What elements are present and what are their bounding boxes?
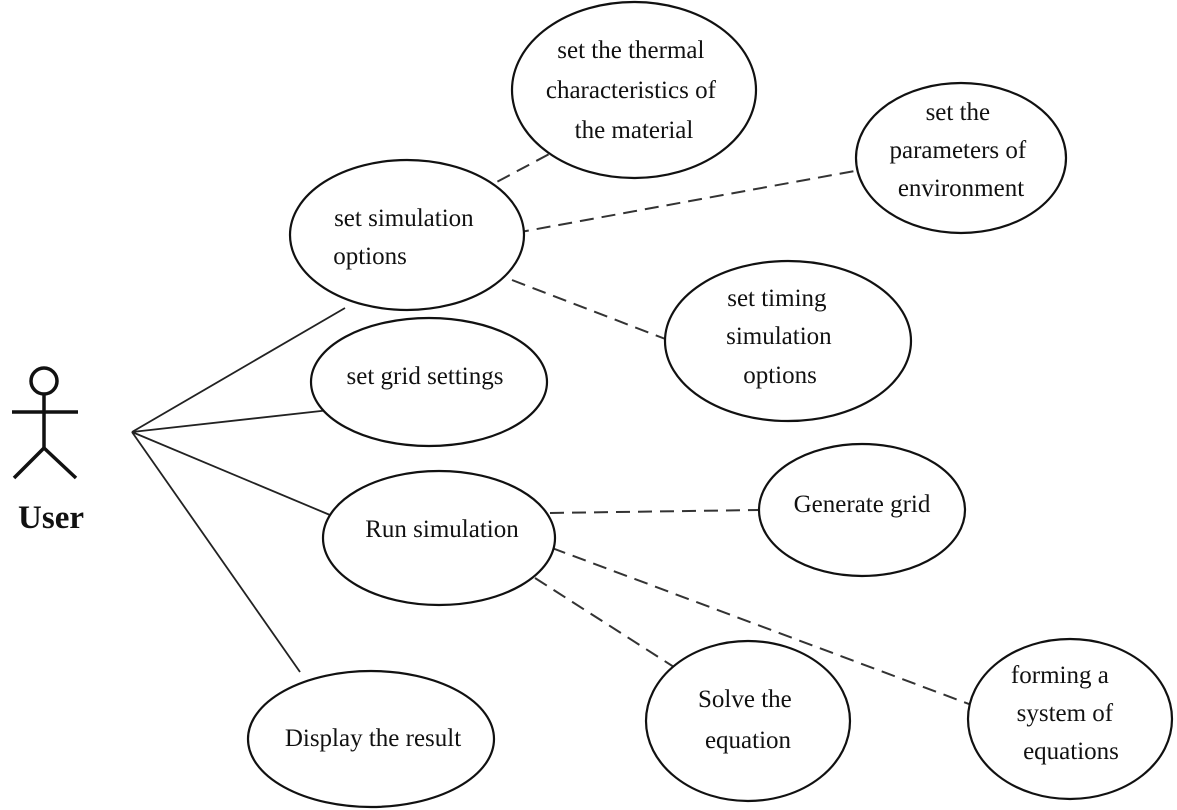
assoc-simulation-options [131, 307, 346, 433]
thermal-line-1: set the thermal [557, 37, 704, 64]
timing-line-1: set timing [727, 285, 827, 312]
environment-line-1: set the [926, 99, 991, 126]
solve-equation-line-1: Solve the [698, 686, 792, 713]
generate-grid-line-1: Generate grid [794, 491, 931, 518]
svg-text:set the thermal characte: set the thermal characteristics of the m… [546, 37, 722, 144]
use-case-run-simulation: Run simulation [321, 469, 557, 607]
grid-settings-line-1: set grid settings [347, 363, 504, 390]
svg-text:Generate grid: Generate grid [794, 491, 931, 518]
actor-left-leg [12, 446, 46, 480]
user-actor: User [12, 366, 84, 536]
actor-right-leg [42, 446, 78, 480]
dep-generate-grid [549, 509, 761, 514]
svg-text:set timing simulation: set timing simulation options [726, 285, 838, 389]
use-case-set-grid-settings: set grid settings [309, 316, 549, 448]
svg-text:forming a system of: forming a system of equations [1011, 662, 1119, 765]
thermal-line-2: characteristics of [546, 77, 717, 104]
dep-thermal [477, 151, 554, 193]
simulation-options-line-2: options [333, 243, 407, 270]
svg-text:Display the result: Display the result [285, 725, 461, 752]
dependencies [477, 151, 986, 711]
associations [131, 307, 346, 673]
svg-text:set grid settings: set grid settings [347, 363, 504, 390]
thermal-line-3: the material [575, 117, 694, 144]
dep-environment [514, 169, 861, 234]
use-case-display-result: Display the result [246, 669, 496, 809]
actor-head [29, 366, 59, 396]
assoc-grid-settings [131, 409, 331, 433]
svg-text:set simulation options: set simulation options [333, 205, 480, 270]
use-case-solve-equation: Solve the equation [644, 639, 852, 803]
use-case-set-thermal-characteristics: set the thermal characteristics of the m… [510, 0, 758, 180]
run-simulation-line-1: Run simulation [365, 516, 519, 543]
dep-form-system [551, 547, 986, 711]
dep-solve-equation [534, 577, 689, 677]
form-system-line-3: equations [1023, 738, 1119, 765]
svg-text:Run simulation: Run simulation [365, 516, 519, 543]
environment-line-2: parameters of [890, 137, 1027, 164]
solve-equation-line-2: equation [705, 727, 792, 754]
use-case-set-simulation-options: set simulation options [288, 158, 526, 312]
dep-timing [511, 279, 669, 341]
actor-label: User [18, 500, 84, 536]
environment-line-3: environment [898, 175, 1024, 202]
assoc-display-result [131, 431, 301, 673]
svg-text:Solve the equation: Solve the equation [698, 686, 798, 754]
form-system-line-1: forming a [1011, 662, 1109, 689]
display-result-line-1: Display the result [285, 725, 461, 752]
timing-line-2: simulation [726, 323, 832, 350]
use-case-set-environment-parameters: set the parameters of environment [854, 81, 1068, 235]
svg-text:set the parameters of: set the parameters of environment [890, 99, 1033, 202]
use-case-set-timing-options: set timing simulation options [663, 259, 913, 423]
use-case-generate-grid: Generate grid [757, 442, 967, 578]
timing-line-3: options [743, 362, 817, 389]
use-case-form-system: forming a system of equations [966, 637, 1174, 801]
form-system-line-2: system of [1017, 700, 1114, 727]
simulation-options-line-1: set simulation [334, 205, 474, 232]
assoc-run-simulation [131, 431, 331, 516]
